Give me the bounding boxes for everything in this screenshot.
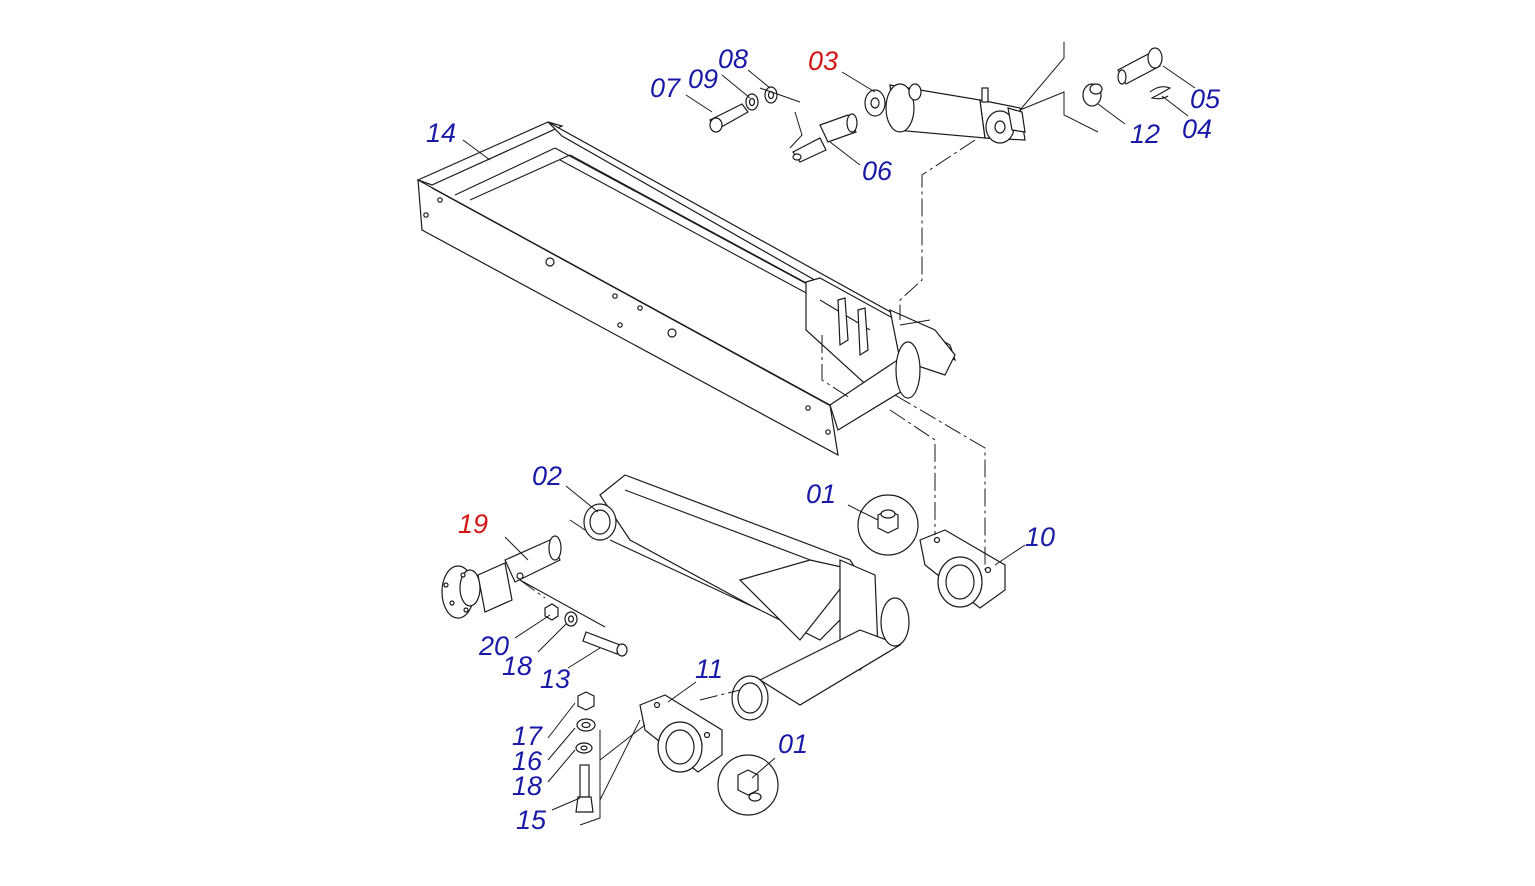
callout-08: 08: [718, 44, 748, 74]
callout-19: 19: [458, 509, 488, 539]
bolt-13-part: [582, 631, 628, 657]
washer-08-part: [764, 86, 778, 104]
bracket-11-part: [639, 694, 723, 773]
callout-17: 17: [512, 721, 543, 751]
washer-18b-part: [575, 742, 593, 754]
hub-19-part: [441, 535, 562, 619]
callout-18-upper: 18: [502, 651, 532, 681]
callout-02: 02: [532, 461, 562, 491]
callout-labels: 14 07 09 08 03 06 05 04 12 02 01 19 10 2…: [426, 44, 1221, 835]
clip-04-part: [1149, 86, 1172, 100]
callout-13: 13: [540, 664, 570, 694]
callout-20: 20: [478, 631, 509, 661]
pin-05-part: [1117, 47, 1163, 85]
callout-11: 11: [695, 654, 723, 684]
callout-16: 16: [512, 746, 543, 776]
pin-06-part: [792, 113, 858, 163]
grease-nipple-01a-part: [857, 494, 919, 556]
grease-nipple-01b-part: [717, 754, 779, 816]
callout-15: 15: [516, 805, 547, 835]
lock-washer-16-part: [576, 718, 596, 732]
callout-06: 06: [862, 156, 893, 186]
callout-09: 09: [688, 64, 718, 94]
callout-14: 14: [426, 118, 456, 148]
main-frame-part: [416, 121, 957, 457]
washer-18a-part: [564, 611, 578, 627]
callout-18-lower: 18: [512, 771, 542, 801]
callout-01-lower: 01: [778, 729, 808, 759]
callout-07: 07: [650, 73, 681, 103]
hydraulic-cylinder-part: [864, 83, 1026, 144]
bolt-07-part: [709, 103, 749, 133]
bolt-15-part: [575, 764, 594, 813]
callout-03: 03: [808, 46, 838, 76]
callout-05: 05: [1190, 84, 1221, 114]
callout-01-upper: 01: [806, 479, 836, 509]
assembly-lines: [519, 139, 986, 701]
swing-arm-part: [583, 474, 910, 721]
washer-09-part: [745, 93, 759, 111]
callout-12: 12: [1130, 119, 1160, 149]
nut-17-part: [577, 691, 595, 711]
cap-12-part: [1082, 83, 1103, 107]
callout-10: 10: [1025, 522, 1055, 552]
bracket-10-part: [919, 529, 1006, 609]
callout-04: 04: [1182, 114, 1212, 144]
leader-lines: [462, 42, 1196, 826]
